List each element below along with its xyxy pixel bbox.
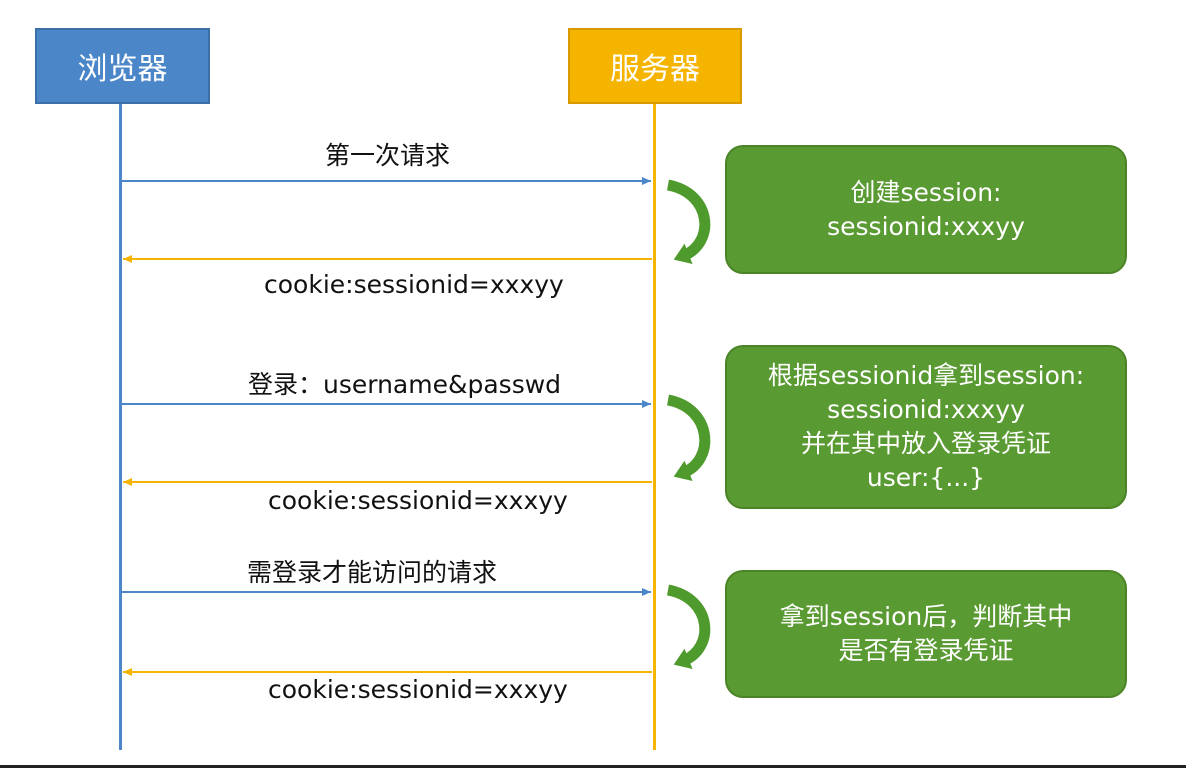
message-label-response-3: cookie:sessionid=xxxyy <box>268 675 568 704</box>
message-label-response-1: cookie:sessionid=xxxyy <box>264 270 564 299</box>
note-store-credential-line-1: 根据sessionid拿到session: <box>767 361 1085 390</box>
note-store-credential: 根据sessionid拿到session: sessionid:xxxyy 并在… <box>725 345 1127 509</box>
browser-lifeline <box>119 104 122 750</box>
note-store-credential-line-4: user:{...} <box>866 463 986 492</box>
server-lifeline <box>653 104 656 750</box>
note-create-session-line-2: sessionid:xxxyy <box>827 211 1025 241</box>
note-create-session-line-1: 创建session: <box>850 177 1002 207</box>
self-loop-arrow-2 <box>666 394 711 482</box>
note-create-session: 创建session: sessionid:xxxyy <box>725 145 1127 274</box>
message-label-response-2: cookie:sessionid=xxxyy <box>268 486 568 515</box>
browser-actor: 浏览器 <box>35 28 210 104</box>
bottom-border-line <box>0 765 1186 768</box>
note-store-credential-line-3: 并在其中放入登录凭证 <box>800 429 1051 458</box>
message-label-request-2: 登录：username&passwd <box>248 370 562 399</box>
message-label-request-1: 第一次请求 <box>325 141 451 170</box>
note-check-credential: 拿到session后，判断其中 是否有登录凭证 <box>725 570 1127 698</box>
note-check-credential-line-2: 是否有登录凭证 <box>838 636 1014 665</box>
self-loop-arrow-3 <box>666 584 711 670</box>
self-loop-arrow-1 <box>666 179 711 265</box>
note-check-credential-line-1: 拿到session后，判断其中 <box>779 602 1073 631</box>
note-store-credential-line-2: sessionid:xxxyy <box>827 395 1025 424</box>
server-actor-label: 服务器 <box>610 52 700 87</box>
message-label-request-3: 需登录才能访问的请求 <box>247 558 498 587</box>
browser-actor-label: 浏览器 <box>77 52 168 87</box>
server-actor: 服务器 <box>568 28 742 104</box>
